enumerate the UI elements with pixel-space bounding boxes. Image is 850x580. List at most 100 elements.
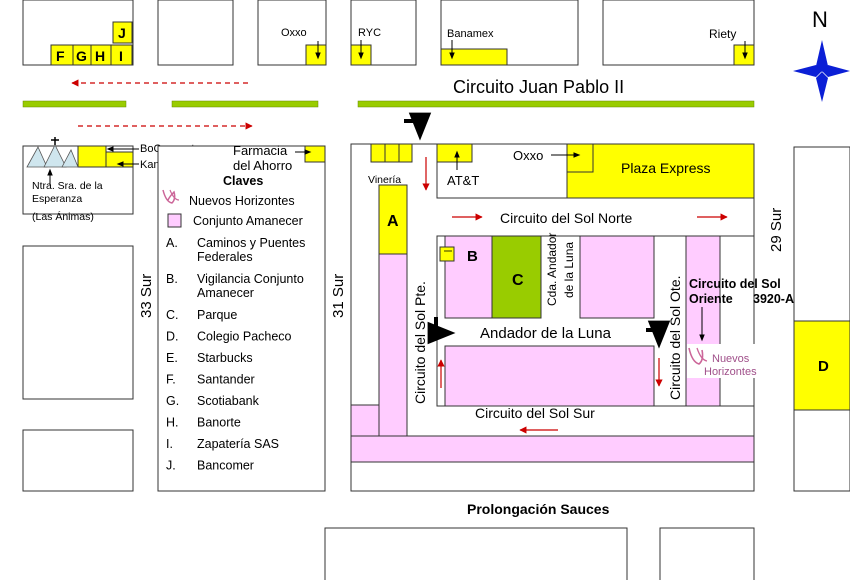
oriente-label-1: Circuito del Sol — [689, 277, 781, 291]
block-top-6 — [602, 0, 755, 66]
compass-label: N — [812, 7, 828, 32]
block-letter-J: J — [118, 25, 126, 41]
block-letter-B: B — [467, 248, 478, 265]
riety-box — [733, 44, 755, 66]
riety-label: Riety — [709, 27, 736, 41]
legend-conjunto-swatch — [167, 213, 182, 228]
street-sauces: Prolongación Sauces — [467, 501, 610, 517]
church-label-2: Esperanza — [32, 193, 82, 205]
conjunto-block-2 — [579, 235, 655, 319]
legend-nuevos-horizontes: Nuevos Horizontes — [189, 194, 295, 208]
block-letter-H: H — [95, 48, 105, 64]
banamex-label: Banamex — [447, 28, 494, 40]
street-sol-norte: Circuito del Sol Norte — [500, 210, 632, 226]
block-bottom-1 — [324, 527, 628, 580]
block-D — [793, 320, 850, 411]
route-arrow-1 — [404, 112, 432, 141]
vineria-box-1 — [370, 143, 386, 163]
legend-conjunto: Conjunto Amanecer — [193, 214, 303, 228]
farmacia-box — [304, 145, 326, 163]
street-33-sur: 33 Sur — [138, 274, 155, 318]
block-right — [793, 146, 850, 492]
median-3 — [357, 100, 755, 108]
block-letter-J-box — [112, 21, 133, 44]
church-label-1: Ntra. Sra. de la — [32, 180, 103, 192]
legend-item-1-line-1: Amanecer — [197, 286, 254, 300]
nh-logo-icon — [688, 347, 708, 365]
block-letter-I: I — [119, 48, 123, 64]
block-letter-G: G — [76, 48, 87, 64]
legend-key-9: J. — [166, 459, 176, 473]
oriente-number: 3920-A — [753, 292, 794, 306]
legend-item-6-line-0: Scotiabank — [197, 394, 260, 408]
oxxo-top-label: Oxxo — [281, 27, 307, 39]
block-letter-D: D — [818, 358, 829, 375]
att-label: AT&T — [447, 173, 479, 188]
legend-item-5-line-0: Santander — [197, 373, 255, 387]
legend-item-7-line-0: Banorte — [197, 416, 241, 430]
median-2 — [171, 100, 319, 108]
street-andador: Andador de la Luna — [480, 325, 612, 342]
kampai-box — [105, 151, 134, 168]
block-top-2 — [157, 0, 234, 66]
conjunto-block-4 — [685, 235, 721, 407]
route-arrow-3 — [646, 320, 671, 349]
legend-key-1: B. — [166, 272, 178, 286]
legend-key-7: H. — [166, 416, 179, 430]
church-icon — [26, 137, 79, 168]
legend-item-2-line-0: Parque — [197, 308, 237, 322]
block-left-bottom — [22, 429, 134, 492]
block-letter-C: C — [512, 272, 524, 289]
compass-icon — [793, 40, 850, 102]
street-31-sur: 31 Sur — [330, 274, 347, 318]
oriente-label-2: Oriente — [689, 292, 733, 306]
att-box — [436, 143, 473, 163]
route-arrow-2 — [427, 317, 456, 345]
legend-key-2: C. — [166, 308, 179, 322]
conjunto-bottom-band — [350, 435, 755, 463]
boconcept-box — [77, 145, 107, 168]
block-letter-F: F — [56, 48, 65, 64]
banamex-box — [440, 48, 508, 66]
nh-logo-text-2: Horizontes — [704, 366, 757, 378]
nh-logo-text-1: Nuevos — [712, 353, 750, 365]
street-sol-sur: Circuito del Sol Sur — [475, 405, 595, 421]
legend-key-6: G. — [166, 394, 179, 408]
street-29-sur: 29 Sur — [768, 208, 785, 252]
ryc-label: RYC — [358, 27, 381, 39]
nuevos-horizontes-icon — [162, 189, 180, 204]
oxxo-mid-box — [566, 143, 594, 173]
street-sol-ote: Circuito del Sol Ote. — [667, 276, 683, 401]
legend-item-1-line-0: Vigilancia Conjunto — [197, 272, 304, 286]
block-B-box — [439, 246, 455, 262]
legend-key-4: E. — [166, 351, 178, 365]
farmacia-label-2: del Ahorro — [233, 158, 292, 173]
legend-item-0-line-0: Caminos y Puentes — [197, 236, 305, 250]
legend-item-9-line-0: Bancomer — [197, 459, 254, 473]
block-C — [491, 235, 542, 319]
legend-item-4-line-0: Starbucks — [197, 351, 253, 365]
street-sol-pte: Circuito del Sol Pte. — [412, 281, 428, 404]
vineria-box-2 — [384, 143, 400, 163]
block-letter-I-box — [110, 44, 133, 66]
legend-block — [157, 145, 326, 492]
conjunto-west-strip — [378, 253, 408, 437]
block-left-mid — [22, 245, 134, 400]
median-1 — [22, 100, 127, 108]
legend-title: Claves — [223, 174, 263, 188]
legend-item-0-line-1: Federales — [197, 250, 253, 264]
street-cda-andador-2: de la Luna — [562, 242, 576, 298]
block-A — [378, 184, 408, 255]
street-cda-andador-1: Cda. Andador — [545, 233, 559, 306]
legend-key-8: I. — [166, 437, 173, 451]
legend-items: A.Caminos y PuentesFederalesB.Vigilancia… — [166, 236, 305, 473]
vineria-box-3 — [398, 143, 413, 163]
oxxo-top-box — [305, 44, 327, 66]
farmacia-label-1: Farmacia — [233, 143, 288, 158]
block-bottom-2 — [659, 527, 755, 580]
legend-key-3: D. — [166, 330, 179, 344]
legend-item-8-line-0: Zapatería SAS — [197, 437, 279, 451]
legend-item-3-line-0: Colegio Pacheco — [197, 330, 292, 344]
block-letter-A: A — [387, 213, 399, 230]
plaza-express-label: Plaza Express — [621, 160, 710, 176]
